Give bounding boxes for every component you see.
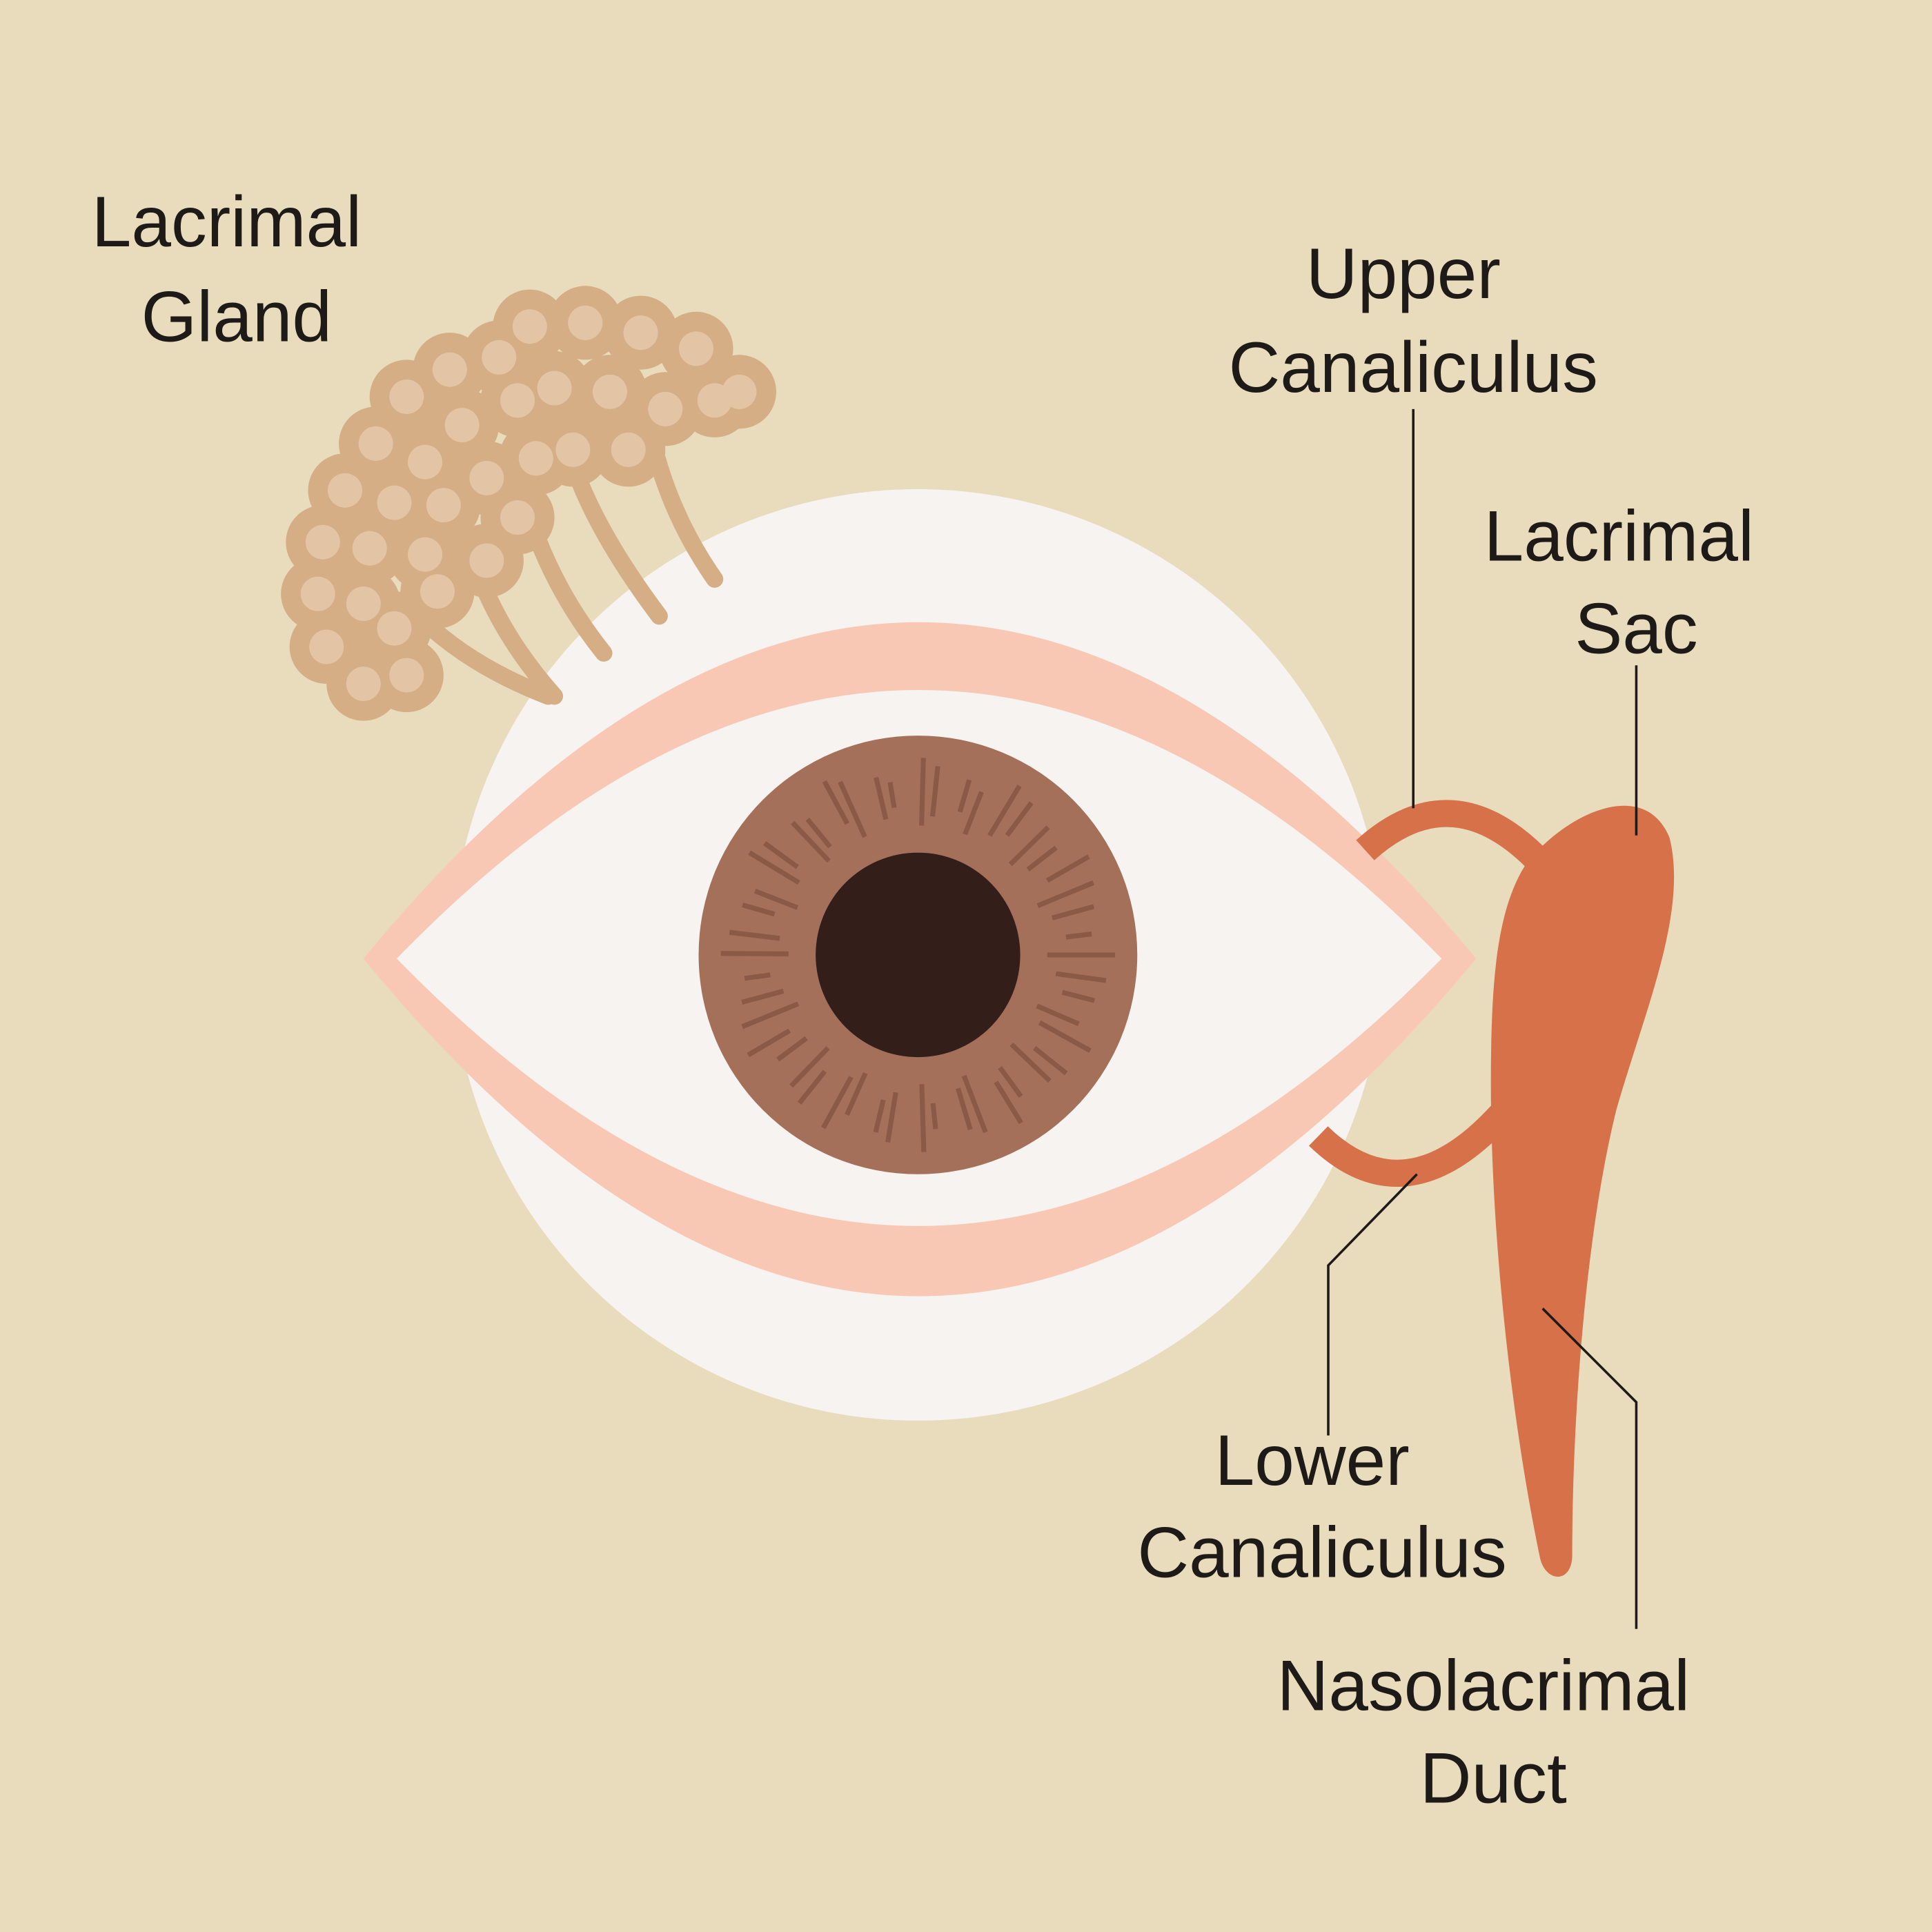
iris-streak	[957, 779, 972, 813]
gland-acinus	[358, 426, 393, 461]
iris-streak	[805, 817, 832, 849]
label-lower-canaliculus: Lower Canaliculus	[1137, 1420, 1506, 1593]
gland-acinus	[408, 444, 443, 480]
iris-streak	[918, 758, 926, 826]
gland-acinus	[300, 576, 335, 611]
iris-streak	[1065, 931, 1092, 940]
iris-streak	[741, 1001, 800, 1029]
iris-streak	[1008, 825, 1050, 867]
gland-acinus	[500, 500, 535, 535]
iris-streak	[874, 776, 889, 820]
gland-acinus	[482, 339, 517, 375]
gland-acinus	[426, 488, 461, 523]
gland-acinus	[328, 473, 362, 508]
iris-streak	[885, 1092, 898, 1143]
upper-canaliculus	[1356, 800, 1553, 875]
gland-acinus	[518, 441, 553, 476]
label-lacrimal-gland: Lacrimal Gland	[92, 181, 382, 356]
iris-streak	[789, 1046, 830, 1088]
gland-acinus	[432, 352, 467, 387]
gland-acinus	[420, 574, 455, 609]
iris-streak	[821, 1076, 854, 1130]
iris-streak	[748, 850, 800, 885]
iris-streak	[1061, 989, 1096, 1003]
iris-streak	[961, 1074, 988, 1134]
iris-streak	[887, 782, 897, 809]
gland-acinus	[611, 432, 646, 467]
gland-acinus	[346, 667, 381, 702]
label-nasolacrimal-duct: Nasolacrimal Duct	[1277, 1646, 1710, 1818]
iris-streak	[1038, 1020, 1092, 1053]
gland-acinus	[469, 460, 504, 495]
iris-streak	[1026, 845, 1058, 871]
gland-acinus	[389, 379, 424, 414]
iris-streak	[744, 972, 771, 981]
iris-streak	[1051, 904, 1095, 920]
label-lacrimal-sac: Lacrimal Sac	[1484, 496, 1774, 669]
iris-streak	[998, 1065, 1023, 1098]
gland-acinus	[697, 383, 732, 418]
iris-streak	[1036, 880, 1095, 908]
gland-acinus	[555, 432, 591, 467]
iris-streak	[1055, 971, 1107, 983]
gland-acinus	[377, 485, 412, 520]
iris-streaks	[720, 758, 1116, 1152]
iris-streak	[729, 929, 780, 941]
gland-acinus	[623, 315, 658, 351]
gland-acinus	[537, 371, 572, 406]
gland-acinus	[346, 586, 381, 621]
iris-streak	[929, 766, 940, 817]
leader-lower-canaliculus	[1327, 1173, 1418, 1436]
iris-streak	[1009, 1042, 1052, 1083]
iris-streak	[753, 889, 799, 910]
iris-streak	[963, 791, 984, 836]
iris-streak	[1032, 1045, 1068, 1076]
iris-streak	[845, 1072, 868, 1116]
iris-streak	[797, 1070, 827, 1105]
iris-streak	[822, 780, 850, 825]
iris-streak	[1036, 1003, 1080, 1027]
gland-acinus	[389, 658, 424, 693]
gland-acinus	[305, 524, 340, 560]
iris-streak	[763, 841, 799, 869]
gland-acinus	[648, 391, 683, 426]
gland-acinus	[592, 374, 627, 409]
iris-streak	[930, 1103, 938, 1130]
iris-streak	[955, 1087, 973, 1131]
gland-acinus	[678, 331, 713, 366]
lacrimal-gland	[281, 286, 776, 721]
iris-streak	[747, 1028, 791, 1058]
iris-streak	[838, 780, 867, 838]
iris-streak	[742, 903, 776, 917]
lower-canaliculus	[1309, 1105, 1511, 1187]
iris-streak	[1045, 854, 1090, 883]
iris-streak	[776, 1036, 808, 1062]
gland-acinus	[500, 383, 535, 418]
gland-acinus	[512, 309, 547, 344]
iris-streak	[873, 1099, 886, 1133]
gland-acinus	[444, 408, 480, 443]
gland-acinus	[309, 629, 344, 664]
lacrimal-sac-and-duct	[1490, 805, 1675, 1577]
iris-streak	[994, 1081, 1023, 1125]
leader-nasolacrimal-duct	[1541, 1308, 1638, 1629]
iris-streak	[987, 785, 1022, 837]
label-upper-canaliculus: Upper Canaliculus	[1229, 233, 1598, 407]
iris-streak	[1005, 801, 1034, 837]
iris-streak	[741, 988, 785, 1005]
iris-streak	[790, 820, 831, 863]
pupil	[816, 852, 1021, 1058]
gland-acinus	[568, 305, 603, 340]
gland-acinus	[469, 543, 504, 578]
iris-streak	[919, 1084, 927, 1152]
gland-acinus	[408, 537, 443, 572]
gland-acinus	[377, 611, 412, 646]
gland-acinus	[352, 531, 387, 566]
